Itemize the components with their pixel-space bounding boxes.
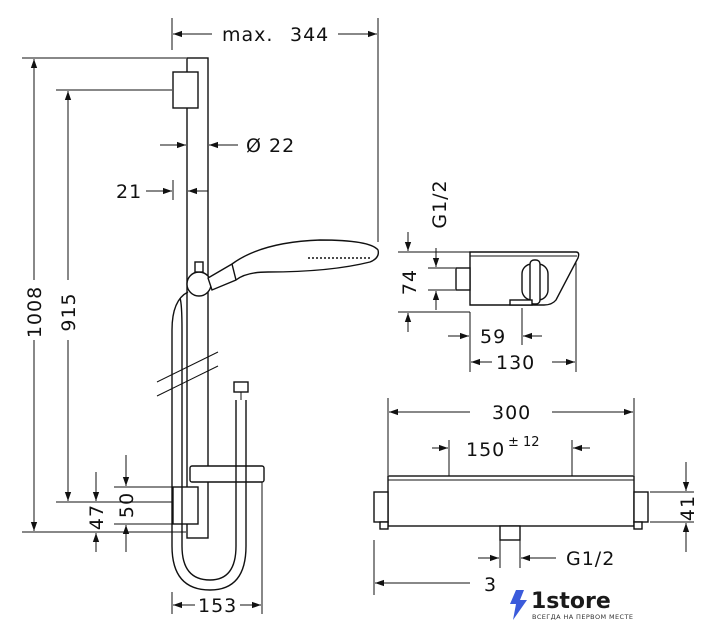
dimension-thermostat-width: 300 xyxy=(387,398,635,475)
dimension-side-height: 41 xyxy=(650,462,699,552)
shower-hose xyxy=(171,291,247,591)
max-label: max. xyxy=(222,24,273,46)
shower-rail-set xyxy=(156,57,380,591)
hand-shower xyxy=(207,239,380,291)
break-mark xyxy=(156,351,219,383)
thermostat-inlet xyxy=(455,267,471,291)
dimension-bottom-overall: 3 xyxy=(373,540,497,596)
left-end-cap xyxy=(373,491,389,523)
dimension-wall-offset: 21 xyxy=(116,180,208,203)
wall-offset-value: 21 xyxy=(116,181,142,203)
dimension-rail-diameter: Ø 22 xyxy=(160,135,295,157)
dimension-rail-height: 915 xyxy=(56,89,172,503)
dimension-depth-59: 59 xyxy=(448,308,542,372)
connection-spacing-value: 150 xyxy=(466,439,505,461)
dimension-thread-top: G1/2 xyxy=(398,179,470,253)
dimension-thread-bottom: G1/2 xyxy=(478,540,615,570)
thermostat-body-front xyxy=(387,475,635,527)
connection-tolerance-value: ± 12 xyxy=(508,435,540,450)
dimension-total-height: 1008 xyxy=(22,57,186,533)
thread-top-value: G1/2 xyxy=(429,179,451,228)
right-end-cap xyxy=(633,491,649,523)
total-height-value: 1008 xyxy=(24,286,46,338)
dimension-thermostat-height: 74 xyxy=(398,248,470,332)
soap-dish xyxy=(189,465,265,483)
brand-logo: 1store ВСЕГДА НА ПЕРВОМ МЕСТЕ xyxy=(496,576,633,622)
bracket-50-value: 50 xyxy=(116,492,138,518)
thread-bottom-value: G1/2 xyxy=(566,548,615,570)
thermostat-width-value: 300 xyxy=(492,402,531,424)
hose-spacing-value: 153 xyxy=(198,595,237,617)
thermostat-height-value: 74 xyxy=(399,269,421,295)
dimension-bracket-50: 50 xyxy=(114,455,172,552)
dimension-depth-130: 130 xyxy=(471,262,577,374)
dimension-connection-spacing: 150 ± 12 xyxy=(432,435,590,476)
bracket-47-value: 47 xyxy=(86,504,108,530)
top-wall-bracket xyxy=(172,71,199,109)
rail-diameter-value: Ø 22 xyxy=(246,135,295,157)
thermostat-side-view xyxy=(455,251,580,306)
shower-rail xyxy=(186,57,209,539)
hose-connector xyxy=(233,381,249,393)
brand-name: 1store xyxy=(531,589,611,614)
depth-130-value: 130 xyxy=(496,352,535,374)
bottom-wall-bracket xyxy=(172,486,199,525)
dimension-max-width: max. 344 xyxy=(171,18,379,242)
side-height-value: 41 xyxy=(677,495,699,521)
brand-tagline: ВСЕГДА НА ПЕРВОМ МЕСТЕ xyxy=(532,613,633,621)
bottom-partial-value: 3 xyxy=(484,574,497,596)
slider-holder xyxy=(186,271,212,297)
outlet-connector xyxy=(499,525,521,541)
max-width-value: 344 xyxy=(290,24,329,46)
dimension-bracket-47: 47 xyxy=(86,472,118,552)
depth-59-value: 59 xyxy=(480,326,506,348)
rail-height-value: 915 xyxy=(58,292,80,331)
dimension-hose-spacing: 153 xyxy=(171,482,263,617)
thermostat-front-view xyxy=(373,475,649,541)
lightning-bolt-icon xyxy=(510,590,527,620)
